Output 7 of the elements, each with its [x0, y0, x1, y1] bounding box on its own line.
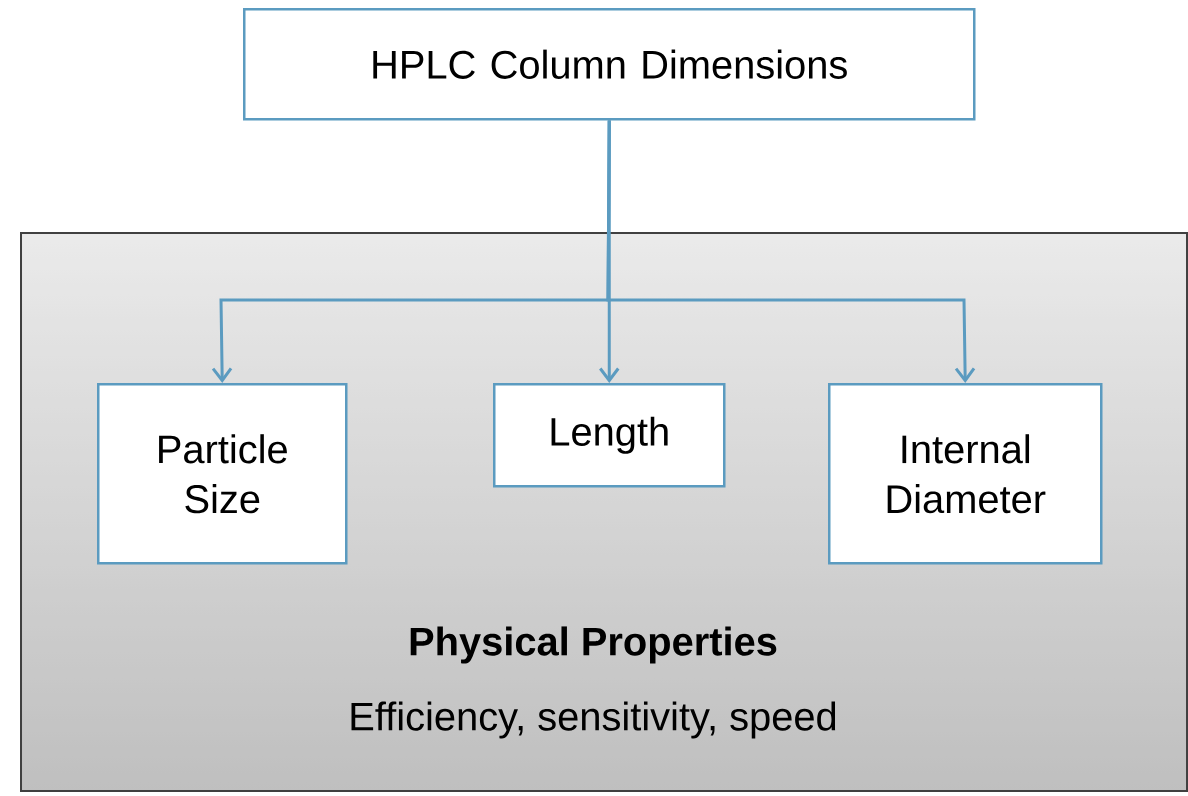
- label-box: Internal Diameter: [828, 383, 1103, 565]
- panel-text: Efficiency, sensitivity, speed: [351, 701, 836, 739]
- label-box: Particle Size: [97, 383, 348, 565]
- arrow: [606, 120, 976, 383]
- panel-heading: Physical Properties: [410, 626, 777, 664]
- label-box: Length: [493, 383, 726, 488]
- label-box: HPLC Column Dimensions: [243, 8, 976, 121]
